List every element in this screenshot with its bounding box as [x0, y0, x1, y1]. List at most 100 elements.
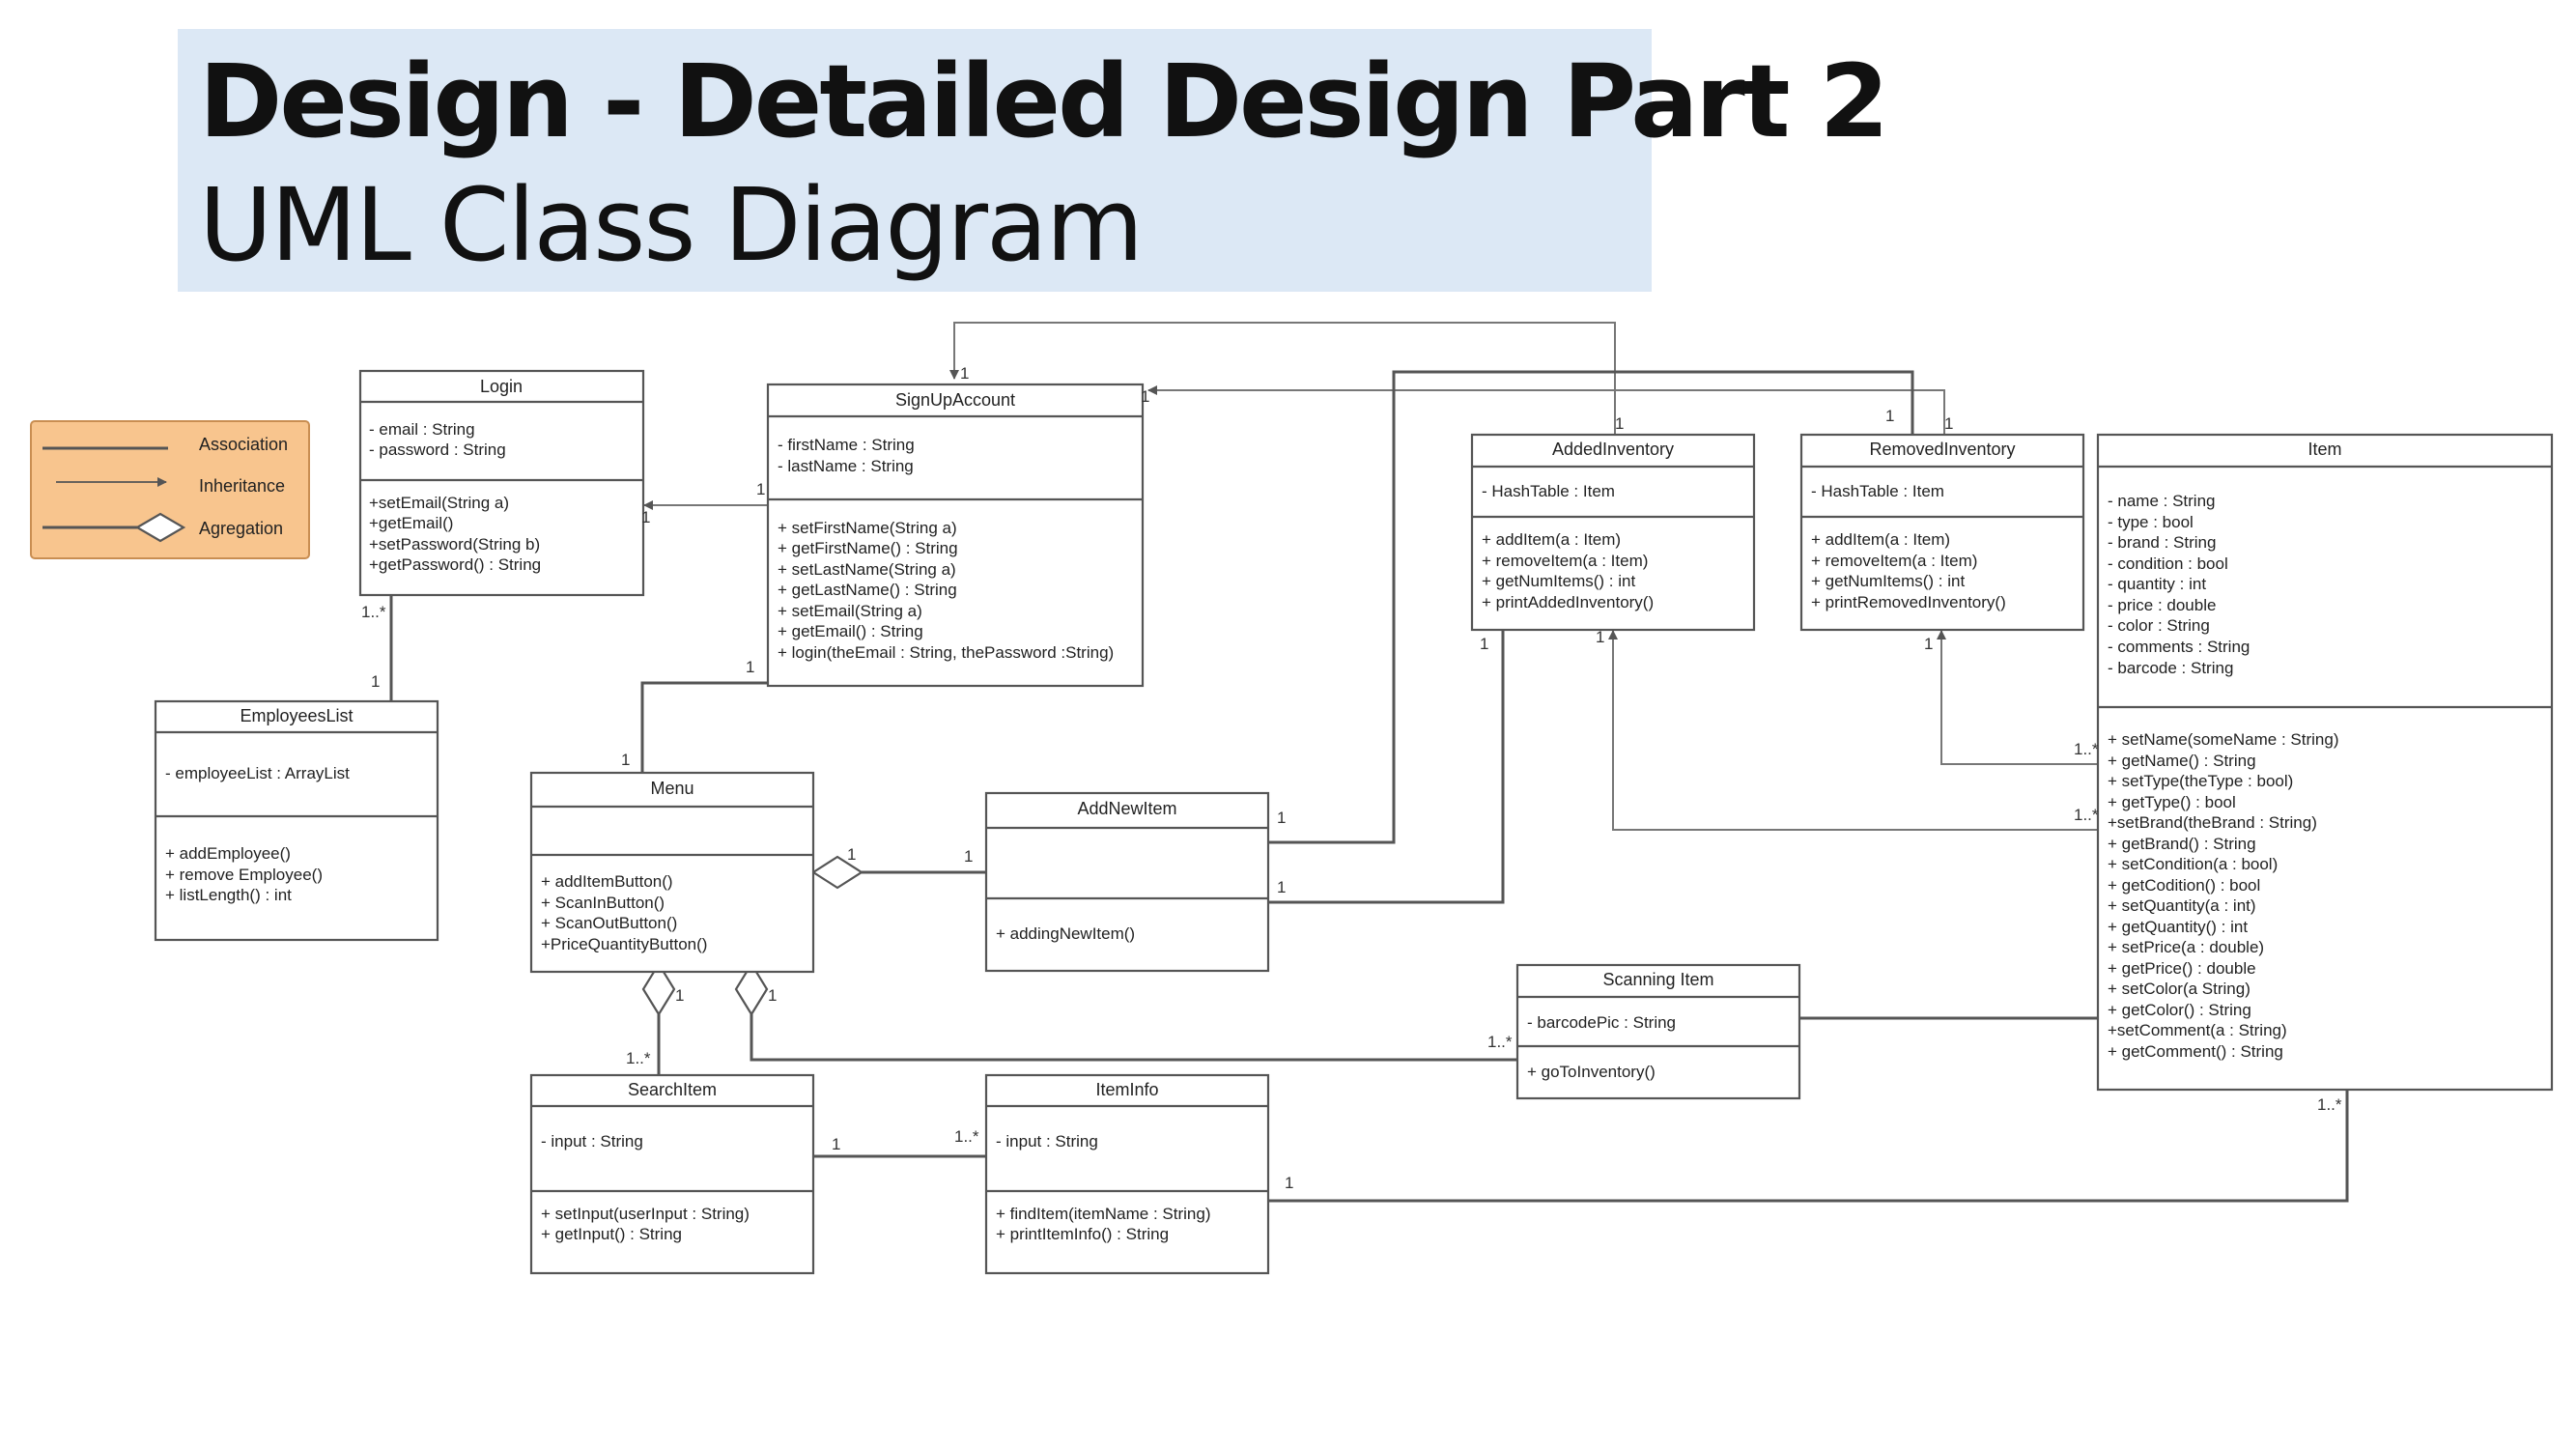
multiplicity-label: 1: [1615, 414, 1624, 433]
class-attribute: - email : String: [369, 420, 475, 439]
multiplicity-label: 1..*: [626, 1049, 651, 1067]
class-name: ItemInfo: [1095, 1080, 1158, 1099]
employeeslist-box: [154, 699, 439, 942]
class-method: + getEmail() : String: [778, 622, 923, 640]
class-attribute: - condition : bool: [2108, 554, 2228, 573]
class-method: + printAddedInventory(): [1482, 593, 1654, 611]
multiplicity-label: 1..*: [2074, 806, 2099, 824]
class-attribute: - HashTable : Item: [1482, 482, 1615, 500]
class-name: Scanning Item: [1602, 970, 1713, 989]
removed-to-signup-arrow: [1147, 385, 1945, 435]
class-method: + getCodition() : bool: [2108, 876, 2260, 895]
class-method: +setBrand(theBrand : String): [2108, 813, 2317, 832]
class-attribute: - type : bool: [2108, 513, 2194, 531]
class-method: + goToInventory(): [1527, 1063, 1656, 1081]
class-signupaccount: SignUpAccount - firstName : String - las…: [766, 383, 1145, 688]
class-method: + ScanInButton(): [541, 894, 665, 912]
class-employeeslist: EmployeesList - employeeList : ArrayList…: [154, 699, 439, 942]
class-attribute: - price : double: [2108, 596, 2216, 614]
class-addedinventory: AddedInventory - HashTable : Item + addI…: [1470, 433, 1756, 632]
class-method: + setFirstName(String a): [778, 519, 957, 537]
item-to-added-arrow: [1608, 630, 2098, 831]
multiplicity-label: 1..*: [361, 603, 386, 621]
signup-menu-line: [640, 681, 768, 773]
class-method: + getInput() : String: [541, 1225, 682, 1243]
class-method: +getPassword() : String: [369, 555, 541, 574]
class-method: +PriceQuantityButton(): [541, 935, 707, 953]
class-method: + ScanOutButton(): [541, 914, 677, 932]
class-method: + remove Employee(): [165, 866, 323, 884]
class-name: Login: [480, 377, 523, 396]
legend-association-label: Association: [199, 435, 288, 454]
multiplicity-label: 1: [964, 847, 973, 866]
class-name: AddedInventory: [1552, 440, 1674, 459]
class-attribute: - comments : String: [2108, 638, 2250, 656]
multiplicity-label: 1: [675, 986, 684, 1005]
signupaccount-box: [766, 383, 1145, 688]
class-attribute: - HashTable : Item: [1811, 482, 1944, 500]
class-method: + removeItem(a : Item): [1482, 552, 1648, 570]
class-attribute: - quantity : int: [2108, 575, 2206, 593]
class-name: Item: [2307, 440, 2341, 459]
title-banner: Design - Detailed Design Part 2 UML Clas…: [178, 29, 1889, 292]
class-method: + getBrand() : String: [2108, 835, 2256, 853]
addnewitem-box: [984, 791, 1270, 973]
class-method: + setColor(a String): [2108, 980, 2250, 998]
class-method: + getComment() : String: [2108, 1042, 2283, 1061]
menu-scanning-line: [750, 1014, 1517, 1062]
class-method: + printRemovedInventory(): [1811, 593, 2006, 611]
class-name: Menu: [650, 779, 694, 798]
class-attribute: - input : String: [996, 1132, 1098, 1151]
addnew-added-line: [1268, 631, 1505, 904]
class-attribute: - password : String: [369, 440, 506, 459]
item-to-removed-arrow: [1937, 630, 2098, 765]
searchitem-box: [529, 1073, 815, 1275]
class-method: + setEmail(String a): [778, 602, 922, 620]
class-attribute: - input : String: [541, 1132, 643, 1151]
class-attribute: - lastName : String: [778, 457, 914, 475]
iteminfo-item-line: [1268, 1091, 2349, 1203]
class-method: + getNumItems() : int: [1811, 572, 1965, 590]
legend-inheritance-label: Inheritance: [199, 476, 285, 496]
class-method: +setComment(a : String): [2108, 1021, 2287, 1039]
class-method: + setType(theType : bool): [2108, 772, 2293, 790]
legend-box: [30, 420, 310, 559]
added-to-signup-arrow: [949, 322, 1616, 435]
class-attribute: - employeeList : ArrayList: [165, 764, 350, 782]
class-scanningitem: Scanning Item - barcodePic : String + go…: [1515, 963, 1801, 1100]
class-method: + addItemButton(): [541, 872, 673, 891]
class-method: + setLastName(String a): [778, 560, 956, 579]
class-item: Item - name : String - type : bool - bra…: [2096, 433, 2554, 1092]
class-login: Login - email : String - password : Stri…: [358, 369, 645, 597]
legend-aggregation-diamond: [134, 512, 186, 543]
class-method: + setPrice(a : double): [2108, 938, 2264, 956]
class-method: + getType() : bool: [2108, 793, 2236, 811]
multiplicity-label: 1..*: [2317, 1095, 2342, 1114]
multiplicity-label: 1: [1885, 407, 1894, 425]
class-method: + login(theEmail : String, thePassword :…: [778, 643, 1114, 662]
login-box: [358, 369, 645, 597]
class-name: EmployeesList: [240, 706, 353, 725]
multiplicity-label: 1: [1596, 628, 1604, 646]
multiplicity-label: 1..*: [954, 1127, 979, 1146]
class-method: +setEmail(String a): [369, 494, 509, 512]
connectors: [389, 322, 2349, 1203]
class-attribute: - barcodePic : String: [1527, 1013, 1676, 1032]
class-method: +getEmail(): [369, 514, 453, 532]
class-addnewitem: AddNewItem + addingNewItem(): [984, 791, 1270, 973]
class-method: + getColor() : String: [2108, 1001, 2251, 1019]
multiplicity-label: 1: [1277, 878, 1286, 896]
class-method: + getQuantity() : int: [2108, 918, 2248, 936]
multiplicity-label: 1: [1141, 387, 1149, 406]
class-method: + getFirstName() : String: [778, 539, 958, 557]
class-iteminfo: ItemInfo - input : String + findItem(ite…: [984, 1073, 1270, 1275]
class-searchitem: SearchItem - input : String + setInput(u…: [529, 1073, 815, 1275]
slide-subtitle: UML Class Diagram: [199, 166, 1144, 284]
item-box: [2096, 433, 2554, 1092]
multiplicity-label: 1: [746, 658, 754, 676]
class-method: +setPassword(String b): [369, 535, 540, 554]
addnew-removed-line: [1268, 370, 1914, 844]
scanningitem-box: [1515, 963, 1801, 1100]
multiplicity-label: 1: [1924, 635, 1933, 653]
class-name: RemovedInventory: [1869, 440, 2015, 459]
